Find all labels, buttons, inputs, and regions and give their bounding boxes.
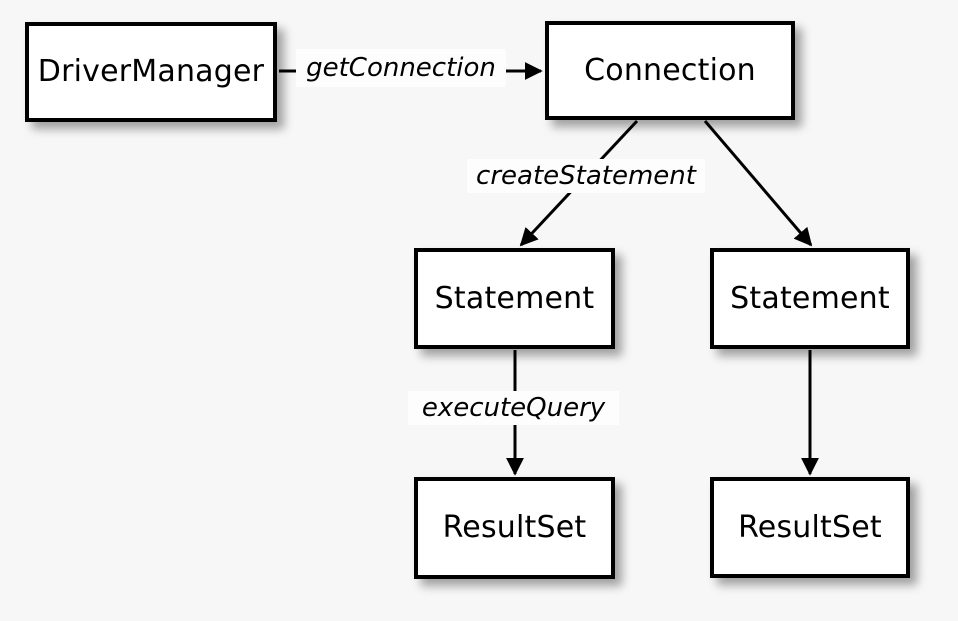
node-connection[interactable]: Connection — [545, 21, 795, 120]
edge-create-statement-right-line — [703, 120, 813, 247]
node-statement-left-label: Statement — [434, 280, 595, 316]
node-resultset-right-label: ResultSet — [738, 509, 882, 545]
edge-label-execute-query: executeQuery — [408, 391, 619, 425]
node-resultset-left[interactable]: ResultSet — [414, 477, 615, 579]
node-statement-right-label: Statement — [730, 280, 890, 316]
edge-label-create-statement: createStatement — [467, 159, 705, 193]
node-resultset-right[interactable]: ResultSet — [710, 477, 910, 578]
node-driver-manager[interactable]: DriverManager — [25, 22, 277, 122]
node-connection-label: Connection — [584, 52, 756, 88]
node-driver-manager-label: DriverManager — [37, 54, 265, 89]
node-statement-left[interactable]: Statement — [414, 248, 615, 349]
node-statement-right[interactable]: Statement — [710, 248, 910, 349]
node-resultset-left-label: ResultSet — [442, 510, 587, 545]
edge-label-get-connection: getConnection — [296, 49, 506, 87]
